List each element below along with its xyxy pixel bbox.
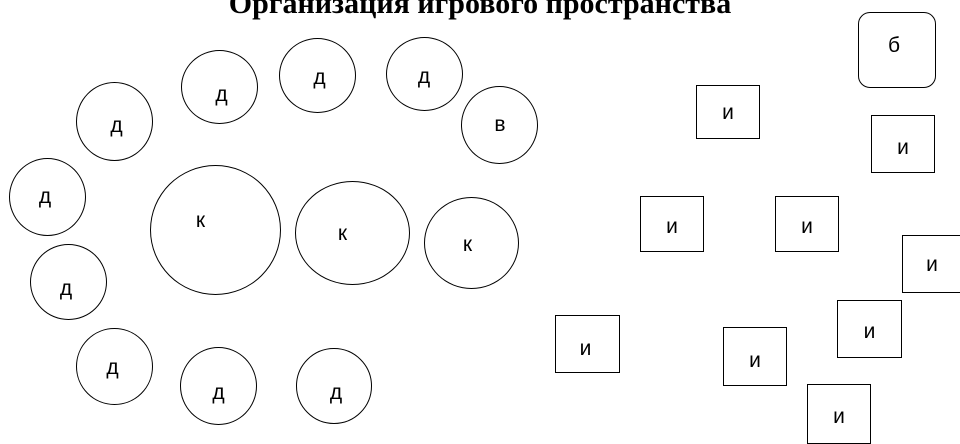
circle-d-1: д xyxy=(181,50,258,124)
circle-d-2: д xyxy=(279,38,356,113)
square-i-3: и xyxy=(640,196,704,252)
circle-d-5: д xyxy=(9,158,86,236)
square-label: и xyxy=(863,319,876,343)
circle-label: д xyxy=(212,380,225,404)
square-i-1: и xyxy=(696,85,760,139)
square-label: и xyxy=(749,349,761,372)
circle-label: д xyxy=(110,114,123,137)
square-i-5: и xyxy=(902,235,960,293)
circle-label: к xyxy=(337,221,348,245)
square-label: и xyxy=(801,214,813,238)
circle-k-2: к xyxy=(295,181,410,285)
circle-d-6: д xyxy=(30,244,107,320)
square-label: и xyxy=(833,404,845,428)
circle-label: д xyxy=(59,276,73,300)
circle-d-3: д xyxy=(386,37,463,111)
square-i-9: и xyxy=(807,384,871,444)
box-label: б xyxy=(887,33,901,57)
circle-label: к xyxy=(462,232,473,256)
square-label: и xyxy=(722,100,734,124)
circle-label: в xyxy=(494,112,506,136)
square-label: и xyxy=(897,135,909,159)
square-label: и xyxy=(926,252,938,276)
circle-label: д xyxy=(329,380,343,404)
square-i-7: и xyxy=(837,300,902,358)
square-i-6: и xyxy=(555,315,620,373)
circle-label: к xyxy=(195,208,206,232)
square-i-2: и xyxy=(871,115,935,173)
circle-label: д xyxy=(38,184,52,208)
diagram-title: Организация игрового пространства xyxy=(228,0,732,20)
circle-d-8: д xyxy=(180,347,257,425)
rounded-box-b: б xyxy=(858,12,936,88)
circle-label: д xyxy=(313,66,326,89)
square-label: и xyxy=(666,214,678,238)
square-i-4: и xyxy=(775,196,839,252)
circle-label: д xyxy=(215,82,228,106)
square-i-8: и xyxy=(723,327,787,386)
square-label: и xyxy=(579,336,592,360)
circle-k-3: к xyxy=(424,197,519,289)
circle-d-9: д xyxy=(296,348,372,424)
circle-k-1: к xyxy=(150,165,281,295)
circle-d-4: д xyxy=(76,82,153,161)
circle-d-7: д xyxy=(76,328,153,405)
circle-label: д xyxy=(106,356,119,379)
circle-v: в xyxy=(461,86,538,164)
circle-label: д xyxy=(417,64,431,88)
